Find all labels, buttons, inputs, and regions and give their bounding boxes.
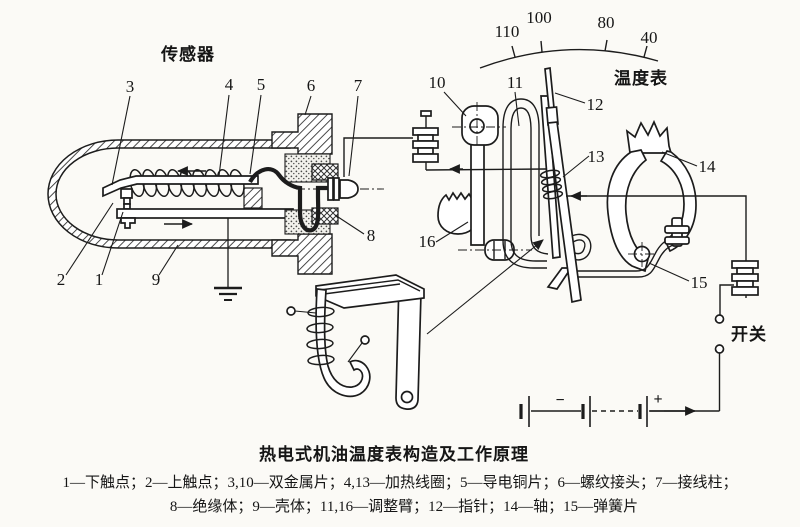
terminal-washer-1 <box>327 177 334 201</box>
sensor-assembly <box>47 113 384 301</box>
copper-strip <box>248 167 331 233</box>
dial-arc <box>479 48 659 69</box>
dial-number-100: 100 <box>526 8 552 27</box>
wire-sensor-to-resistor <box>343 137 413 177</box>
spring-strip-lower <box>570 243 677 278</box>
switch-contacts <box>714 314 725 354</box>
shaft-crown <box>625 119 673 154</box>
dial-number-110: 110 <box>495 22 520 41</box>
inset-slab-edge-1 <box>319 279 421 292</box>
gauge-label: 温度表 <box>614 68 668 88</box>
callout-16: 16 <box>419 232 436 251</box>
spring-bolt-flange-1 <box>664 225 690 234</box>
dial-number-80: 80 <box>598 13 615 32</box>
bimetal-coil-inset <box>286 239 544 410</box>
battery-plus-sign: + <box>653 391 662 408</box>
inset-terminal-b <box>360 335 370 345</box>
legend-line-2: 8—绝缘体；9—壳体；11,16—调整臂；12—指针；14—轴；15—弹簧片 <box>170 498 638 515</box>
insulator-top <box>311 163 339 181</box>
callout-12: 12 <box>587 95 604 114</box>
terminal-washer-2 <box>333 177 340 201</box>
callout-2: 2 <box>57 270 66 289</box>
arch-bend-1 <box>502 239 547 269</box>
switch-label: 开关 <box>731 324 767 344</box>
battery-symbol <box>519 396 664 427</box>
threaded-connector-top <box>271 113 333 155</box>
terminal-post <box>339 179 359 199</box>
arch-bend-3 <box>530 235 549 255</box>
plate-foot <box>120 217 136 229</box>
callout-10: 10 <box>429 73 446 92</box>
adjust-arm-arch-outer <box>502 98 540 240</box>
inset-arm-hole <box>400 390 414 404</box>
dial-number-40: 40 <box>641 28 658 47</box>
battery-minus-sign: − <box>555 392 564 409</box>
callout-1: 1 <box>95 270 104 289</box>
inset-coil <box>306 306 335 366</box>
lower-plate <box>116 208 294 219</box>
text-layer: 传感器 温度表 开关 − + 110 100 80 40 3 4 5 6 7 2… <box>57 8 767 515</box>
strip-support-block <box>243 187 263 209</box>
threaded-connector-bottom <box>271 233 333 275</box>
inset-terminal-a <box>286 306 296 316</box>
callout-11: 11 <box>507 73 523 92</box>
callout-14: 14 <box>699 157 717 176</box>
inset-u-band <box>315 288 371 398</box>
figure-title: 热电式机油温度表构造及工作原理 <box>259 444 529 464</box>
wire-coil-to-resistor2 <box>566 195 747 258</box>
spring-bolt-flange-2 <box>664 236 690 245</box>
callout-9: 9 <box>152 270 161 289</box>
shaft-yoke-left <box>606 149 649 273</box>
wire-resistor2-to-switch <box>719 284 734 315</box>
callout-8: 8 <box>367 226 376 245</box>
sensor-bimetal-strip <box>102 175 259 198</box>
gauge-bimetal-stem <box>470 139 485 246</box>
callout-15: 15 <box>691 273 708 292</box>
resistor-1 <box>412 110 439 170</box>
callout-6: 6 <box>307 76 316 95</box>
callout-leaders <box>65 91 698 282</box>
inset-slab-edge-2 <box>323 283 401 295</box>
wire-resistor-to-coil <box>425 168 547 171</box>
dial-ticks <box>511 39 648 58</box>
callout-7: 7 <box>354 76 363 95</box>
upper-contact <box>120 188 133 199</box>
gauge-heating-coil <box>539 169 564 200</box>
resistor-2 <box>731 258 759 298</box>
gauge-assembly <box>437 39 697 304</box>
sensor-label: 传感器 <box>160 44 215 64</box>
inset-pointer-line <box>426 239 544 335</box>
callout-3: 3 <box>126 77 135 96</box>
pointer-shaft <box>547 121 582 304</box>
legend-line-1: 1—下触点；2—上触点；3,10—双金属片；4,13—加热线圈；5—导电铜片；6… <box>62 474 737 491</box>
adjust-arm-arch-inner <box>510 107 532 240</box>
upper-contact-tip <box>123 197 131 205</box>
callout-5: 5 <box>257 75 266 94</box>
callout-13: 13 <box>588 147 605 166</box>
arch-bend-2 <box>510 239 547 262</box>
circuit <box>343 110 759 427</box>
callout-4: 4 <box>225 75 234 94</box>
ground-symbol <box>214 218 242 301</box>
inset-right-arm <box>395 280 422 410</box>
